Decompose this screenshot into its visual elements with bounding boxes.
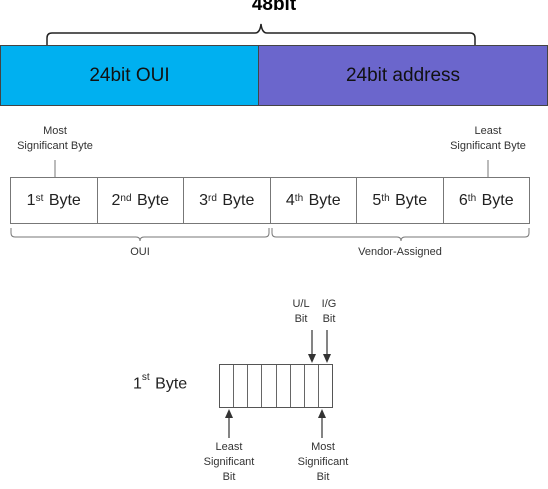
most-significant-bit-label: Most Significant Bit — [287, 440, 359, 485]
oui-bar-label: 24bit OUI — [89, 64, 170, 86]
least-significant-byte-label: Least Significant Byte — [435, 124, 541, 154]
least-significant-bit-label: Least Significant Bit — [193, 440, 265, 485]
ig-bit-label: I/G Bit — [318, 297, 340, 327]
address-bar-label: 24bit address — [345, 64, 461, 86]
ig-bit-line1: I/G — [321, 298, 337, 310]
vendor-bracket — [271, 228, 530, 242]
address-bar: 24bit address — [258, 45, 548, 106]
ig-arrow-head — [323, 354, 331, 363]
msb-label-line2: Significant Byte — [17, 140, 93, 152]
most-significant-byte-label: Most Significant Byte — [5, 124, 105, 154]
first-byte-label: 1st Byte — [133, 372, 188, 393]
bit-cell — [262, 365, 277, 407]
lsb-label-line1: Least — [474, 125, 502, 137]
lsb-bit-line2: Significant — [203, 456, 255, 468]
lsb-bit-line1: Least — [215, 441, 243, 453]
ul-bit-label: U/L Bit — [290, 297, 312, 327]
lsb-label-line2: Significant Byte — [450, 140, 526, 152]
bit-cell — [248, 365, 263, 407]
oui-group-label: OUI — [130, 246, 150, 258]
msb-label-line1: Most — [43, 125, 67, 137]
bit-cell — [220, 365, 235, 407]
ig-bit-line2: Bit — [322, 313, 336, 325]
msb-bit-line2: Significant — [297, 456, 349, 468]
bit-cell — [319, 365, 332, 407]
lsb-bit-line3: Bit — [222, 471, 236, 483]
msb-bit-line3: Bit — [316, 471, 330, 483]
msb-bit-line1: Most — [311, 441, 335, 453]
msb-arrow-head — [318, 409, 326, 418]
vendor-assigned-label: Vendor-Assigned — [358, 246, 442, 258]
total-bits-label: 48bit — [251, 0, 297, 15]
bit-cells — [219, 364, 333, 408]
bit-cell — [234, 365, 249, 407]
ul-bit-line2: Bit — [294, 313, 308, 325]
lsb-arrow-head — [225, 409, 233, 418]
top-brace — [46, 23, 476, 45]
oui-bar: 24bit OUI — [0, 45, 259, 106]
ul-bit-line1: U/L — [292, 298, 310, 310]
bit-cell — [291, 365, 305, 407]
bit-cell — [277, 365, 291, 407]
bit-cell — [305, 365, 319, 407]
ul-arrow-head — [308, 354, 316, 363]
oui-bracket — [10, 228, 270, 242]
